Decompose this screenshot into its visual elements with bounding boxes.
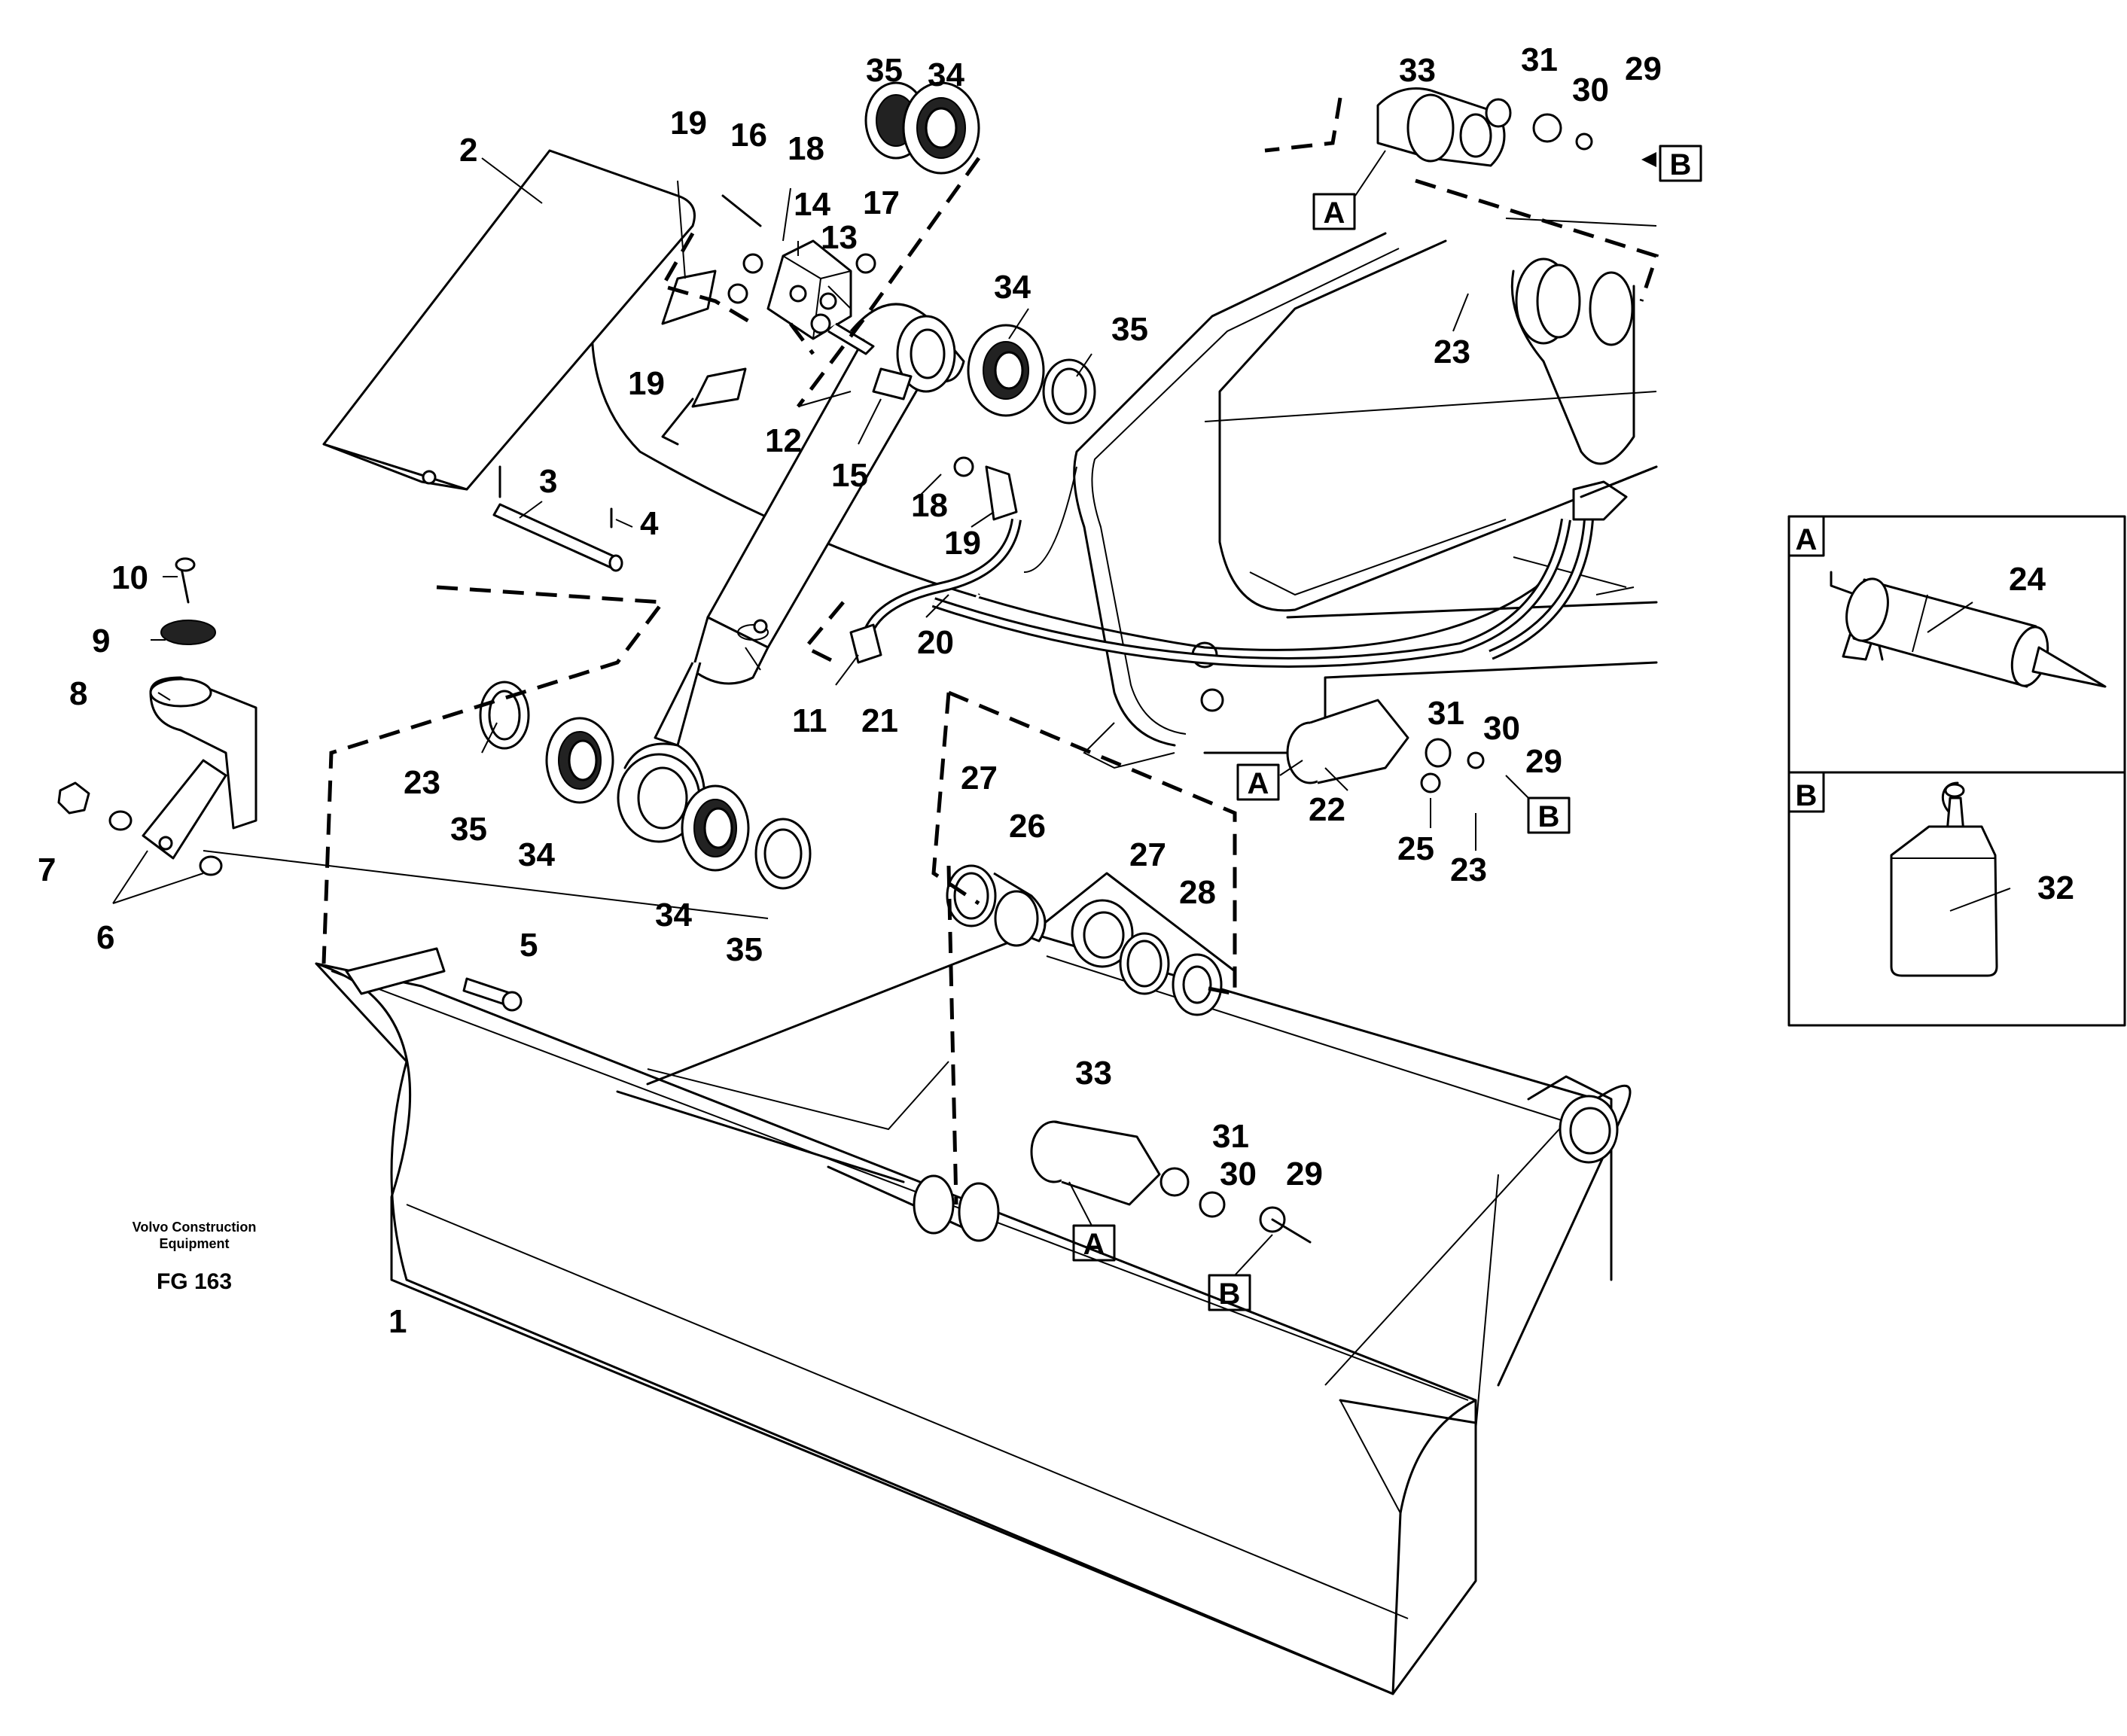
marker-a-top bbox=[1312, 193, 1356, 230]
svg-text:B: B bbox=[1538, 800, 1560, 833]
label-10: 10 bbox=[111, 559, 148, 596]
label-34-low: 34 bbox=[655, 897, 692, 933]
pivot-pins bbox=[1030, 87, 1593, 1244]
label-18-top: 18 bbox=[788, 130, 824, 167]
label-7: 7 bbox=[38, 851, 56, 888]
caption-line2: Equipment bbox=[160, 1236, 230, 1251]
label-34-left: 34 bbox=[518, 836, 555, 873]
label-16: 16 bbox=[730, 117, 767, 154]
legend-b-title: B bbox=[1796, 779, 1818, 812]
svg-text:B: B bbox=[1670, 148, 1692, 181]
label-31-top: 31 bbox=[1521, 41, 1558, 78]
label-12: 12 bbox=[765, 422, 802, 459]
legend-b-box bbox=[1787, 771, 1825, 813]
label-23-right: 23 bbox=[1450, 851, 1487, 888]
label-22: 22 bbox=[1309, 791, 1345, 828]
label-29-top: 29 bbox=[1625, 50, 1662, 87]
svg-text:A: A bbox=[1324, 196, 1345, 230]
label-26: 26 bbox=[1009, 808, 1046, 845]
label-19-top: 19 bbox=[670, 105, 707, 142]
label-30-mid: 30 bbox=[1483, 710, 1520, 747]
label-27-left: 27 bbox=[961, 760, 998, 796]
valve-block bbox=[661, 194, 1018, 664]
label-35-mid: 35 bbox=[1111, 311, 1148, 348]
dozer-blade bbox=[315, 872, 1632, 1695]
label-1: 1 bbox=[389, 1303, 407, 1340]
loader-frame bbox=[1073, 218, 1658, 769]
label-33-low: 33 bbox=[1075, 1055, 1112, 1092]
label-25: 25 bbox=[1397, 830, 1434, 867]
label-34-mid: 34 bbox=[994, 269, 1031, 306]
label-30-top: 30 bbox=[1572, 72, 1609, 108]
legend-a-title: A bbox=[1796, 523, 1818, 556]
label-23-left: 23 bbox=[404, 764, 440, 801]
label-29-low: 29 bbox=[1286, 1156, 1323, 1192]
marker-a-low bbox=[1072, 1224, 1116, 1262]
marker-boxes: A B A B A B bbox=[1068, 145, 1702, 1311]
label-23-top: 23 bbox=[1434, 333, 1470, 370]
marker-b-low bbox=[1208, 1274, 1251, 1311]
part-labels: 1 2 3 4 5 6 7 8 9 10 11 12 13 14 15 16 1… bbox=[38, 41, 2074, 1340]
label-4: 4 bbox=[640, 505, 659, 542]
label-8: 8 bbox=[69, 675, 87, 712]
label-35-top: 35 bbox=[866, 52, 903, 89]
label-35-left: 35 bbox=[450, 811, 487, 848]
label-28: 28 bbox=[1179, 874, 1216, 911]
label-20: 20 bbox=[917, 624, 954, 661]
marker-a-mid bbox=[1236, 763, 1280, 801]
dashed-groups bbox=[321, 97, 1659, 1205]
seals bbox=[479, 81, 1223, 1016]
svg-text:B: B bbox=[1219, 1278, 1241, 1311]
label-33-top: 33 bbox=[1399, 52, 1436, 89]
label-2: 2 bbox=[459, 132, 477, 169]
hydraulic-cylinder bbox=[617, 303, 965, 843]
label-5: 5 bbox=[520, 927, 538, 964]
label-19-low: 19 bbox=[944, 525, 981, 562]
label-31-low: 31 bbox=[1212, 1118, 1249, 1155]
leader-lines bbox=[112, 157, 2011, 919]
label-6: 6 bbox=[96, 919, 114, 956]
label-34-top: 34 bbox=[928, 56, 964, 93]
hydraulic-hoses bbox=[590, 285, 1658, 668]
label-21: 21 bbox=[861, 702, 898, 739]
label-27-right: 27 bbox=[1129, 836, 1166, 873]
figure-code: FG 163 bbox=[157, 1269, 232, 1294]
label-14: 14 bbox=[794, 186, 830, 223]
label-11: 11 bbox=[792, 702, 827, 739]
pin-3 bbox=[492, 465, 623, 572]
caption-line1: Volvo Construction bbox=[133, 1220, 257, 1235]
label-18-mid: 18 bbox=[911, 487, 948, 524]
figure-caption: Volvo Construction Equipment FG 163 bbox=[133, 1220, 257, 1294]
label-9: 9 bbox=[92, 623, 110, 659]
label-3: 3 bbox=[539, 463, 557, 500]
label-15: 15 bbox=[831, 457, 868, 494]
legend-a-box bbox=[1787, 515, 1825, 557]
label-17: 17 bbox=[863, 184, 900, 221]
grease-gun-icon bbox=[1830, 571, 2107, 688]
label-13: 13 bbox=[821, 219, 858, 256]
svg-text:A: A bbox=[1248, 767, 1269, 800]
label-32: 32 bbox=[2037, 870, 2074, 906]
marker-b-top bbox=[1659, 145, 1702, 182]
label-30-low: 30 bbox=[1220, 1156, 1257, 1192]
label-35-low: 35 bbox=[726, 931, 763, 968]
marker-b-mid bbox=[1527, 796, 1571, 834]
oil-bottle-icon bbox=[1890, 781, 1998, 977]
legend-panels: A B bbox=[1787, 515, 2126, 1027]
top-plate bbox=[322, 149, 696, 491]
svg-text:A: A bbox=[1083, 1228, 1105, 1261]
label-19-mid: 19 bbox=[628, 365, 665, 402]
mounting-bracket bbox=[57, 557, 257, 876]
label-31-mid: 31 bbox=[1428, 695, 1464, 732]
label-29-mid: 29 bbox=[1525, 743, 1562, 780]
label-24: 24 bbox=[2009, 561, 2046, 598]
bolt-5 bbox=[462, 977, 523, 1012]
